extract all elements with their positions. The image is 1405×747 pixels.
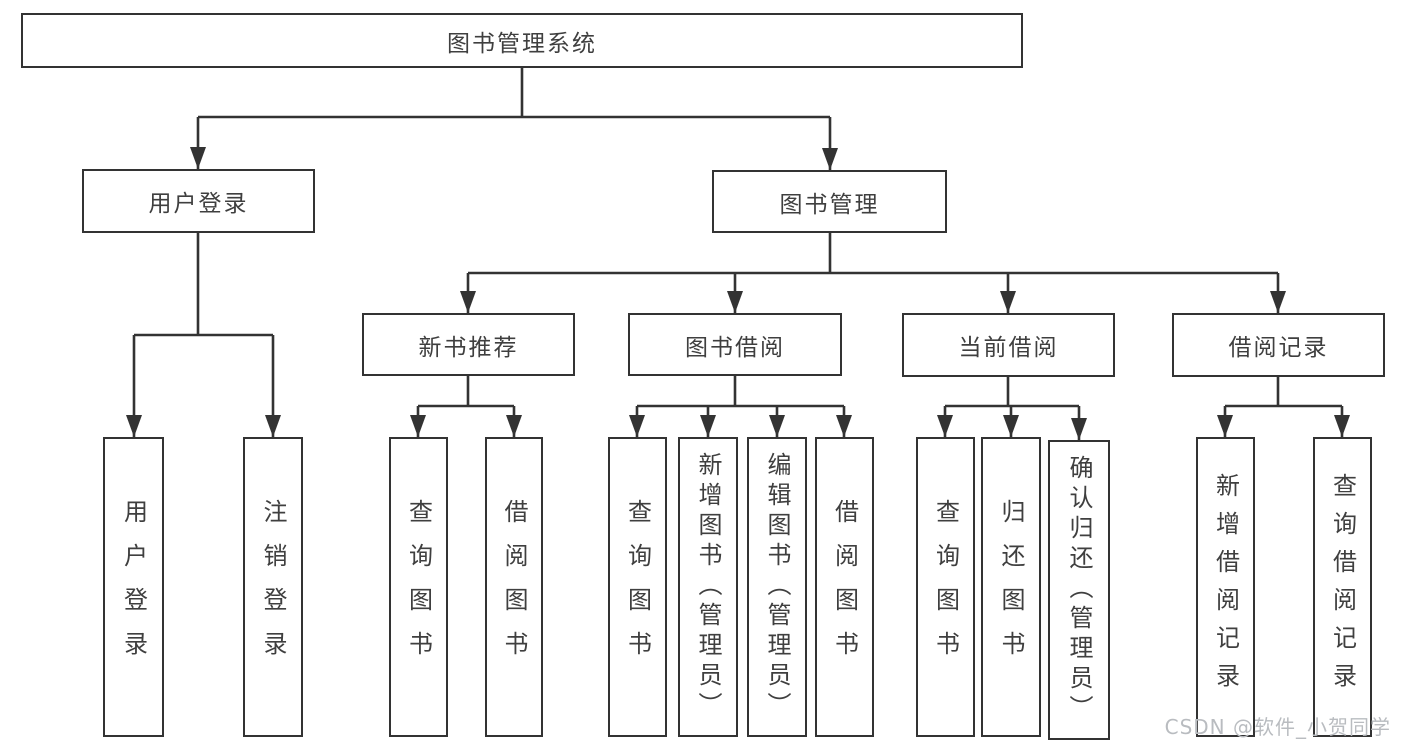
node-label: 借阅记录 [1228, 335, 1329, 361]
node-label: 新增图书（管理员） [694, 452, 722, 722]
node-label: 新增借阅记录 [1211, 473, 1240, 701]
node-label: 当前借阅 [958, 335, 1059, 361]
node-root: 图书管理系统 [21, 13, 1023, 68]
node-label: 确认归还（管理员） [1065, 455, 1093, 725]
node-label: 借阅图书 [830, 499, 859, 675]
node-borrow-records: 借阅记录 [1172, 313, 1385, 377]
node-label: 图书借阅 [685, 334, 785, 361]
node-label: 用户登录 [148, 191, 249, 217]
node-cb-confirm-return-admin: 确认归还（管理员） [1048, 440, 1110, 740]
node-label: 新书推荐 [418, 334, 519, 361]
node-label: 查询借阅记录 [1328, 473, 1357, 701]
node-label: 图书管理 [779, 191, 880, 218]
node-label: 查询图书 [623, 499, 652, 675]
watermark: CSDN @软件_小贺同学 [1164, 715, 1391, 739]
node-label: 查询图书 [931, 499, 960, 675]
node-logout: 注销登录 [243, 437, 303, 737]
node-nbr-borrow-books: 借阅图书 [485, 437, 543, 737]
node-bb-edit-books-admin: 编辑图书（管理员） [747, 437, 807, 737]
node-nbr-query-books: 查询图书 [389, 437, 448, 737]
node-book-borrow: 图书借阅 [628, 313, 842, 376]
node-current-borrow: 当前借阅 [902, 313, 1115, 377]
node-label: 归还图书 [997, 499, 1025, 675]
node-user-login-action: 用户登录 [103, 437, 164, 737]
node-cb-query-books: 查询图书 [916, 437, 975, 737]
node-cb-return-books: 归还图书 [981, 437, 1041, 737]
node-br-add-record: 新增借阅记录 [1196, 437, 1255, 737]
node-label: 查询图书 [404, 499, 433, 675]
node-label: 借阅图书 [500, 499, 528, 675]
node-br-query-record: 查询借阅记录 [1313, 437, 1372, 737]
node-bb-add-books-admin: 新增图书（管理员） [678, 437, 738, 737]
node-book-management: 图书管理 [712, 170, 947, 233]
node-bb-query-books: 查询图书 [608, 437, 667, 737]
node-label: 图书管理系统 [447, 30, 597, 57]
node-label: 注销登录 [259, 499, 287, 675]
node-label: 编辑图书（管理员） [763, 452, 791, 722]
node-user-login: 用户登录 [82, 169, 315, 233]
node-new-book-recommend: 新书推荐 [362, 313, 575, 376]
node-bb-borrow-books: 借阅图书 [815, 437, 874, 737]
node-label: 用户登录 [119, 499, 148, 675]
